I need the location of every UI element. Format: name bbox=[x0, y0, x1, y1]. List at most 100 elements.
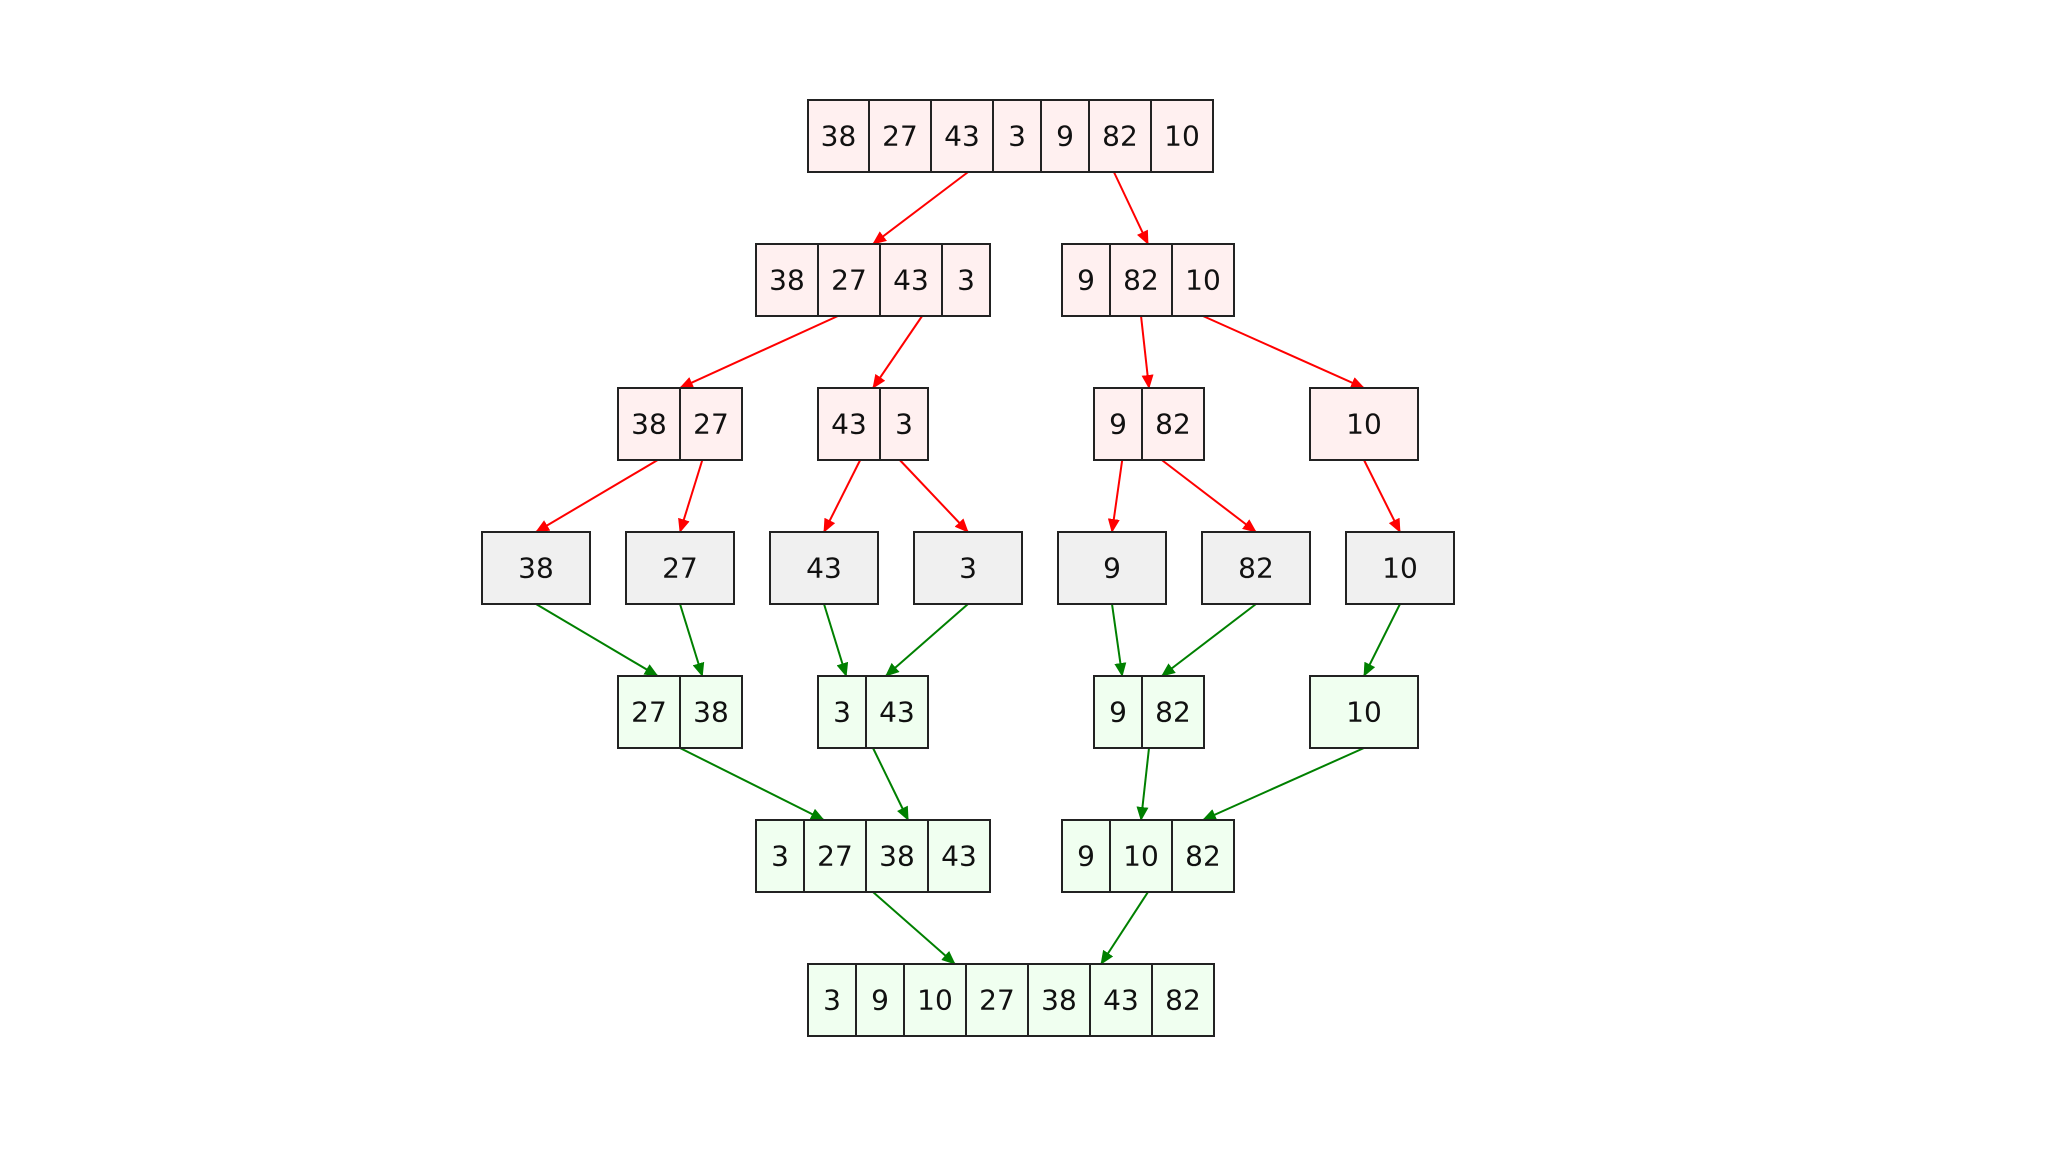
array-cell-value: 9 bbox=[871, 984, 889, 1017]
array-cell-value: 10 bbox=[1164, 120, 1200, 153]
array-cell-value: 27 bbox=[817, 840, 853, 873]
array-cell bbox=[1309, 675, 1419, 749]
split-arrow-s-left-to-s-38-27 bbox=[679, 315, 839, 389]
array-cell-value: 38 bbox=[1041, 984, 1077, 1017]
array-cell-value: 38 bbox=[821, 120, 857, 153]
array-node-leaf-27: 27 bbox=[625, 531, 735, 605]
split-arrow-s-38-27-to-leaf-27 bbox=[678, 459, 704, 533]
array-cell bbox=[879, 387, 929, 461]
array-cell-value: 43 bbox=[944, 120, 980, 153]
array-cell bbox=[903, 963, 967, 1037]
array-cell bbox=[930, 99, 994, 173]
array-cell bbox=[868, 99, 932, 173]
array-cell-value: 43 bbox=[1103, 984, 1139, 1017]
array-cell-value: 38 bbox=[693, 696, 729, 729]
array-cell bbox=[1061, 819, 1111, 893]
array-cell bbox=[807, 963, 857, 1037]
array-cell bbox=[625, 531, 735, 605]
array-node-leaf-9: 9 bbox=[1057, 531, 1167, 605]
merge-arrow-leaf-38-to-m-27-38 bbox=[535, 603, 659, 677]
merge-arrow-m-3-43-to-m-left bbox=[872, 747, 910, 821]
array-cell bbox=[941, 243, 991, 317]
array-cell bbox=[1309, 387, 1419, 461]
merge-arrow-m-left-to-result bbox=[872, 891, 956, 965]
array-cell bbox=[855, 963, 905, 1037]
array-cell bbox=[679, 675, 743, 749]
array-cell-value: 3 bbox=[771, 840, 789, 873]
split-arrow-root-to-s-left bbox=[872, 171, 969, 245]
split-arrow-s-38-27-to-leaf-38 bbox=[535, 459, 659, 533]
array-cell-value: 82 bbox=[1185, 840, 1221, 873]
array-cell bbox=[817, 387, 881, 461]
array-cell bbox=[1027, 963, 1091, 1037]
merge-arrow-leaf-3-to-m-3-43 bbox=[885, 603, 969, 677]
array-node-s-right: 9 82 10 bbox=[1061, 243, 1235, 317]
array-cell-value: 82 bbox=[1102, 120, 1138, 153]
array-cell-value: 38 bbox=[518, 552, 554, 585]
array-cell bbox=[1141, 675, 1205, 749]
array-cell bbox=[807, 99, 870, 173]
split-arrow-s-9-82-to-leaf-9 bbox=[1107, 459, 1124, 533]
array-cell-value: 10 bbox=[1382, 552, 1418, 585]
split-arrow-s-right-to-s-10 bbox=[1202, 315, 1365, 389]
array-cell-value: 3 bbox=[957, 264, 975, 297]
array-cell-value: 9 bbox=[1109, 408, 1127, 441]
edges-layer bbox=[535, 171, 1401, 965]
array-cell bbox=[1151, 963, 1215, 1037]
array-cell-value: 3 bbox=[895, 408, 913, 441]
array-cell-value: 10 bbox=[1185, 264, 1221, 297]
array-cell-value: 82 bbox=[1123, 264, 1159, 297]
array-cell-value: 3 bbox=[1008, 120, 1026, 153]
array-cell-value: 82 bbox=[1155, 696, 1191, 729]
array-cell-value: 10 bbox=[1346, 696, 1382, 729]
array-cell bbox=[913, 531, 1023, 605]
array-cell-value: 82 bbox=[1155, 408, 1191, 441]
array-cell bbox=[755, 819, 805, 893]
array-cell-value: 3 bbox=[823, 984, 841, 1017]
array-cell bbox=[481, 531, 591, 605]
array-cell bbox=[1150, 99, 1214, 173]
array-cell bbox=[679, 387, 743, 461]
array-node-m-10: 10 bbox=[1309, 675, 1419, 749]
array-cell-value: 38 bbox=[769, 264, 805, 297]
array-cell-value: 27 bbox=[979, 984, 1015, 1017]
split-arrow-s-43-3-to-leaf-43 bbox=[823, 459, 862, 533]
array-cell-value: 10 bbox=[917, 984, 953, 1017]
array-cell bbox=[755, 243, 819, 317]
merge-arrow-m-27-38-to-m-left bbox=[679, 747, 825, 821]
array-node-s-left: 38 27 43 3 bbox=[755, 243, 991, 317]
merge-arrow-leaf-9-to-m-9-82 bbox=[1111, 603, 1127, 677]
split-arrow-s-left-to-s-43-3 bbox=[872, 315, 923, 389]
array-cell bbox=[927, 819, 991, 893]
merge-arrow-m-right-to-result bbox=[1100, 891, 1149, 965]
split-arrow-s-right-to-s-9-82 bbox=[1140, 315, 1154, 389]
array-cell bbox=[865, 675, 929, 749]
array-cell-value: 9 bbox=[1077, 264, 1095, 297]
array-cell-value: 82 bbox=[1165, 984, 1201, 1017]
array-cell-value: 27 bbox=[831, 264, 867, 297]
array-cell bbox=[817, 675, 867, 749]
array-cell bbox=[1171, 243, 1235, 317]
array-cell bbox=[1109, 819, 1173, 893]
array-cell bbox=[1089, 963, 1153, 1037]
array-cell bbox=[1093, 387, 1143, 461]
array-cell bbox=[617, 387, 681, 461]
array-node-leaf-82: 82 bbox=[1201, 531, 1311, 605]
array-cell-value: 3 bbox=[959, 552, 977, 585]
array-cell bbox=[1171, 819, 1235, 893]
array-cell bbox=[1141, 387, 1205, 461]
array-cell bbox=[1057, 531, 1167, 605]
array-cell-value: 3 bbox=[833, 696, 851, 729]
array-node-s-9-82: 9 82 bbox=[1093, 387, 1205, 461]
array-cell-value: 38 bbox=[879, 840, 915, 873]
array-cell bbox=[1088, 99, 1152, 173]
array-cell-value: 27 bbox=[662, 552, 698, 585]
array-cell-value: 43 bbox=[893, 264, 929, 297]
